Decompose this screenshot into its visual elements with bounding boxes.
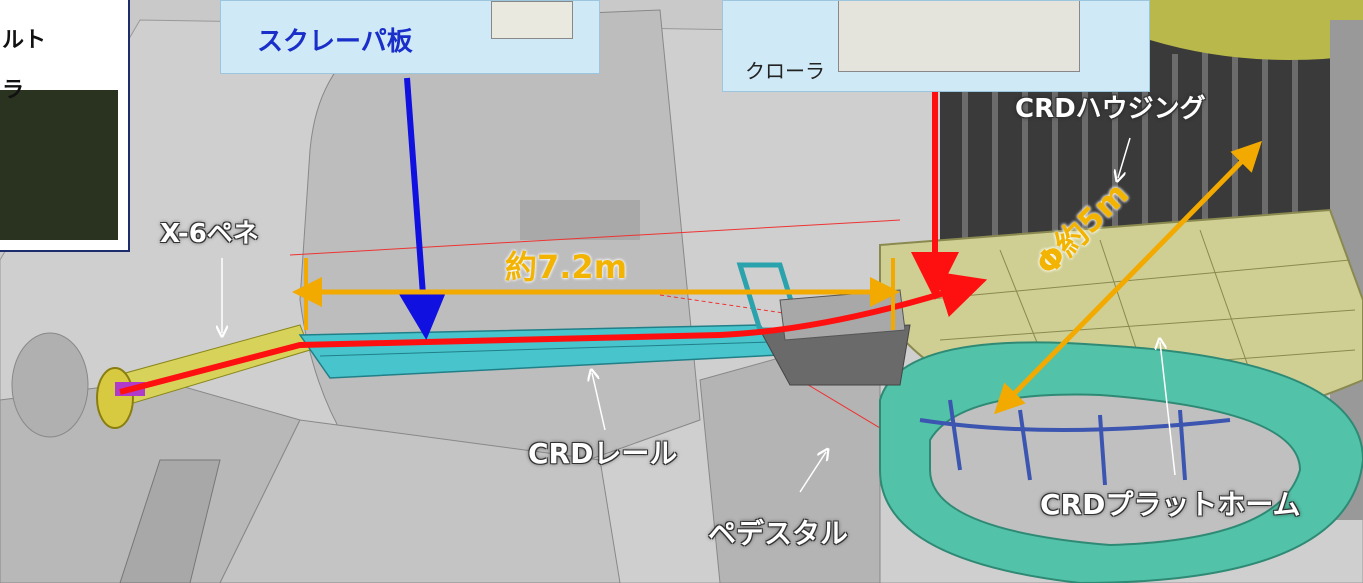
crd-platform-label: CRDプラットホーム <box>1040 488 1301 521</box>
diameter-dimension <box>994 140 1262 415</box>
crawler-image <box>838 1 1080 72</box>
crawler-label: クローラ <box>745 59 825 83</box>
inset-text-line2: ラ <box>2 78 25 103</box>
crd-rail-label: CRDレール <box>528 437 678 470</box>
crawler-callout: クローラ <box>722 0 1150 92</box>
x6-penetration-label: X-6ペネ <box>160 219 259 249</box>
inset-text-line1: ルト <box>2 28 47 53</box>
scraper-plate-image <box>491 1 573 39</box>
crd-housing-label: CRDハウジング <box>1015 94 1206 124</box>
rail-length-label: 約7.2m <box>505 248 628 286</box>
inset-photo-panel: ルト ラ <box>0 0 130 252</box>
inset-photo <box>0 90 118 240</box>
pedestal-label: ペデスタル <box>708 517 849 550</box>
scraper-plate-callout: スクレーパ板 <box>220 0 600 74</box>
scraper-plate-label: スクレーパ板 <box>257 27 413 57</box>
